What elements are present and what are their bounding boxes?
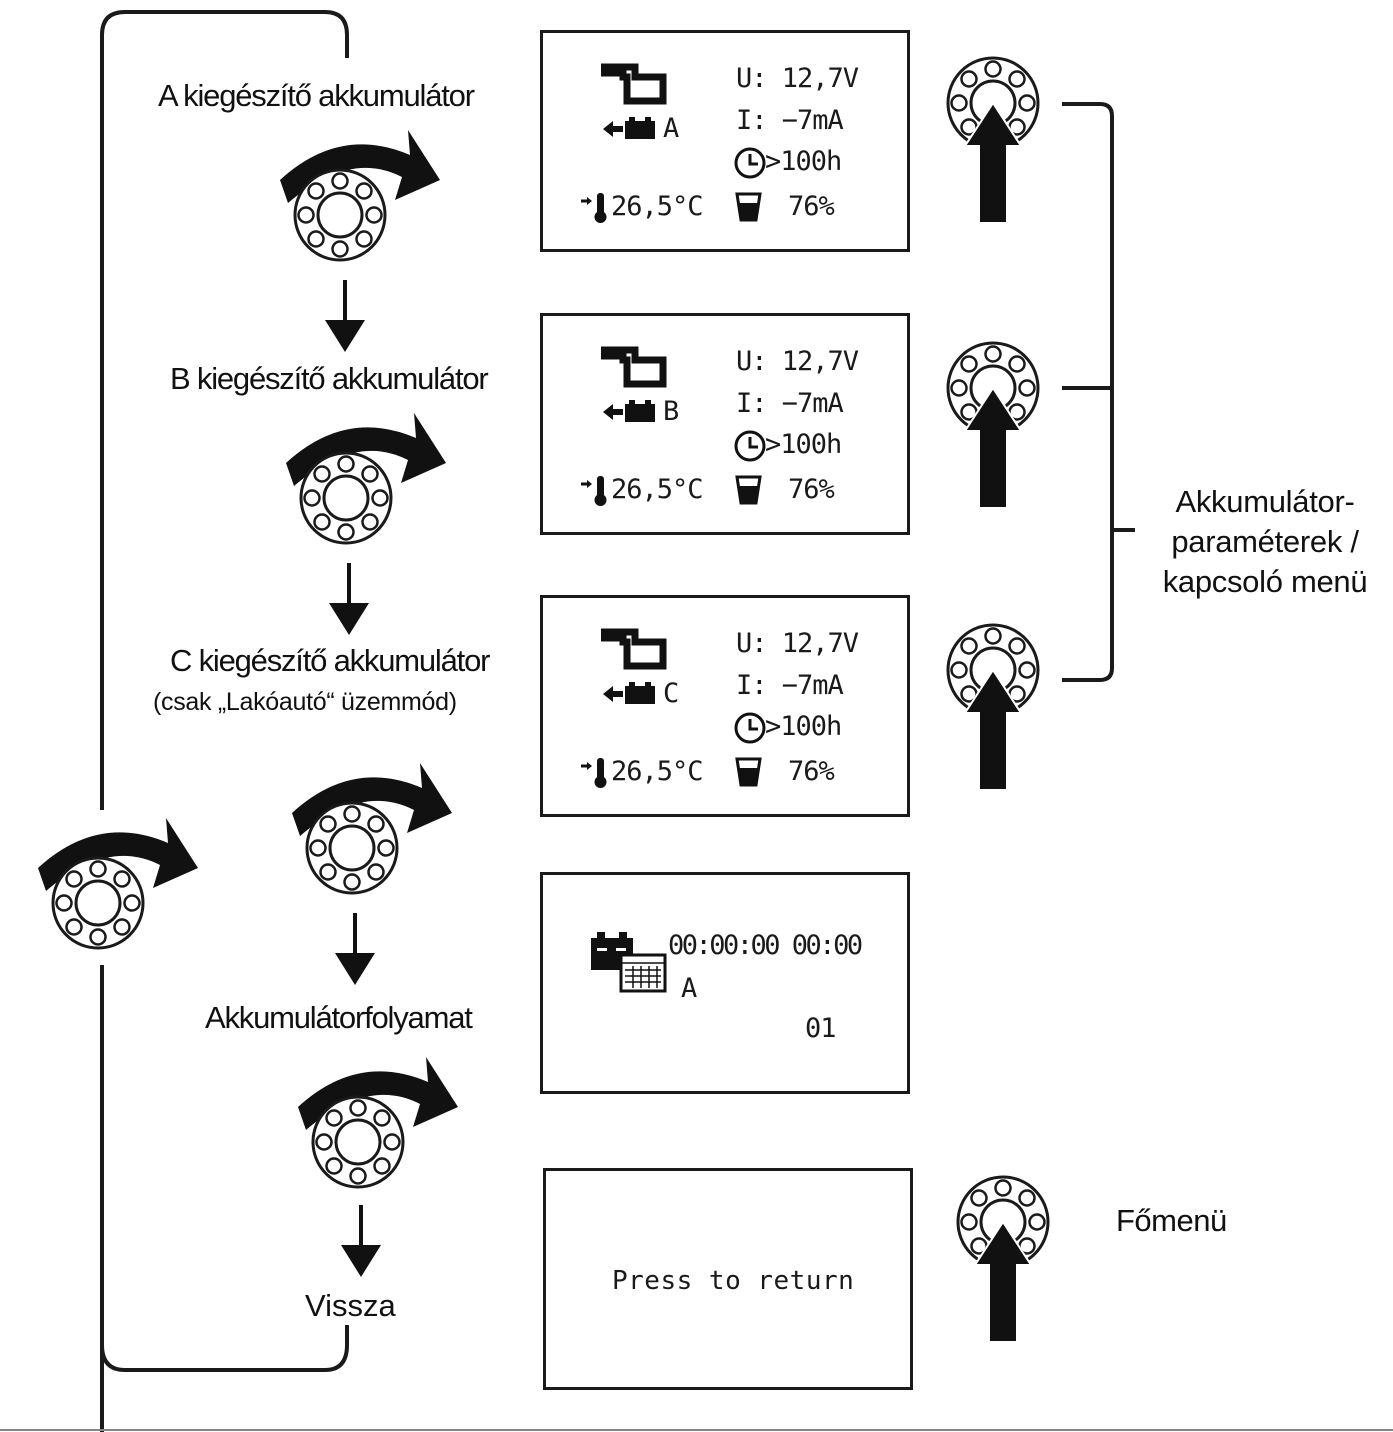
label-main-menu: Főmenü [1116,1203,1227,1238]
history-battery: A [681,973,697,1004]
charge-level-icon [735,192,762,222]
clock-icon [734,147,766,179]
lcd-screen-a: A U: 12,7V I: −7mA >100h 26,5°C 76% [540,30,910,252]
screen-c-charge: 76% [788,756,835,787]
camper-van-icon [601,628,667,670]
rotary-knob-turn-icon [280,130,440,262]
label-history: Akkumulátorfolyamat [205,1000,473,1035]
lcd-screen-b: B U: 12,7V I: −7mA >100h 26,5°C 76% [540,313,910,535]
calendar-icon [591,932,667,993]
camper-van-icon [601,63,667,105]
clock-icon [734,712,766,744]
screen-c-temp: 26,5°C [611,756,704,787]
label-aux-b: B kiegészítő akkumulátor [170,361,489,396]
label-side-params: Akkumulátor- paraméterek / kapcsoló menü [1140,482,1390,602]
screen-a-voltage: U: 12,7V [736,63,859,94]
screen-b-temp: 26,5°C [611,474,704,505]
rotary-knob-press-icon [956,1175,1050,1343]
thermometer-icon [581,193,607,223]
screen-c-letter: C [663,678,679,709]
lcd-screen-c: C U: 12,7V I: −7mA >100h 26,5°C 76% [540,595,910,817]
label-aux-c-note: (csak „Lakóautó“ üzemmód) [153,688,457,716]
charge-level-icon [735,475,762,505]
battery-icon [603,400,655,422]
screen-a-temp: 26,5°C [611,191,704,222]
rotary-knob-press-icon [946,623,1040,791]
rotary-knob-press-icon [946,341,1040,509]
down-arrow-icon [339,1203,383,1279]
lcd-screen-history: 00:00:00 00:00 A 01 [540,872,910,1094]
label-side-params-line2: paraméterek / [1171,524,1359,559]
screen-b-time: >100h [765,429,842,460]
screen-a-charge: 76% [788,191,835,222]
screen-a-current: I: −7mA [736,105,844,136]
screen-b-voltage: U: 12,7V [736,346,859,377]
thermometer-icon [581,758,607,788]
screen-c-current: I: −7mA [736,670,844,701]
thermometer-icon [581,476,607,506]
camper-van-icon [601,346,667,388]
rotary-knob-turn-icon [298,1057,458,1189]
screen-a-time: >100h [765,146,842,177]
rotary-knob-turn-icon [38,818,198,950]
label-side-params-line1: Akkumulátor- [1175,484,1355,519]
loop-bracket-line [100,10,349,810]
screen-c-voltage: U: 12,7V [736,628,859,659]
history-index: 01 [805,1013,837,1044]
brace-line [1062,102,1114,682]
label-side-params-line3: kapcsoló menü [1162,564,1368,599]
down-arrow-icon [323,278,367,354]
rotary-knob-turn-icon [286,413,446,545]
loop-bracket-line [100,965,349,1372]
rotary-knob-turn-icon [292,763,452,895]
rotary-knob-press-icon [946,56,1040,224]
screen-b-charge: 76% [788,474,835,505]
screen-a-letter: A [663,113,679,144]
lcd-screen-return: Press to return [543,1168,913,1390]
screen-b-letter: B [663,396,679,427]
battery-icon [603,682,655,704]
charge-level-icon [735,757,762,787]
return-text: Press to return [612,1266,855,1296]
screen-c-time: >100h [765,711,842,742]
down-arrow-icon [333,911,377,987]
label-aux-a: A kiegészítő akkumulátor [158,78,475,113]
label-back: Vissza [305,1288,396,1323]
screen-b-current: I: −7mA [736,388,844,419]
down-arrow-icon [327,561,371,637]
battery-icon [603,117,655,139]
clock-icon [734,430,766,462]
history-datetime: 00:00:00 00:00 [668,930,863,961]
label-aux-c: C kiegészítő akkumulátor [170,643,490,678]
